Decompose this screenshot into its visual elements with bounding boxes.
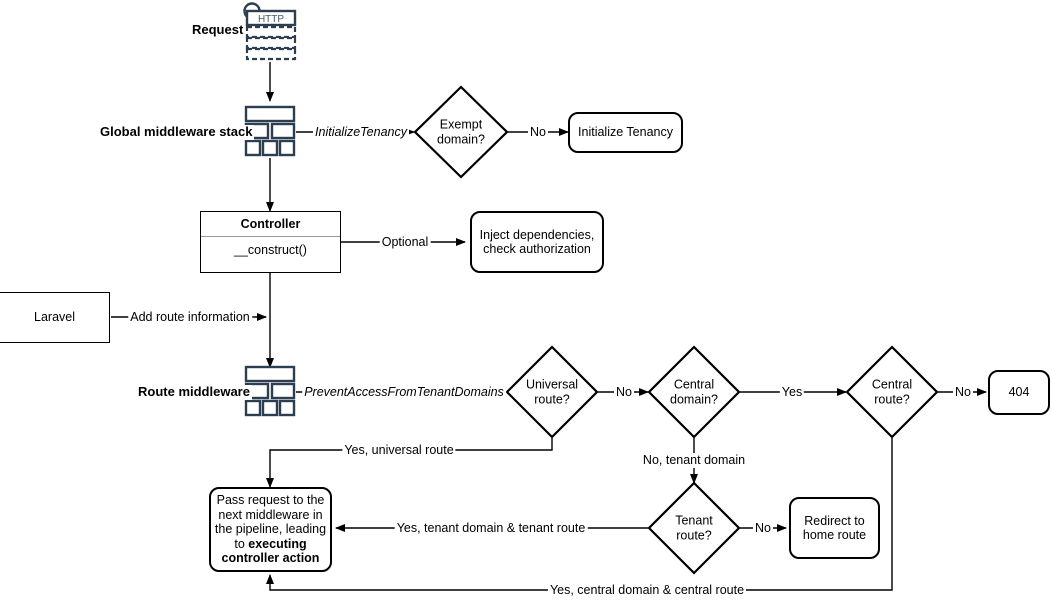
node-404[interactable]: 404 [988,370,1050,415]
decision-tenant-route-line1: Tenant [675,513,713,528]
request-label: Request [190,22,246,38]
node-laravel[interactable]: Laravel [0,292,110,343]
decision-universal-route[interactable]: Universal route? [526,378,578,407]
edge-label-prevent-access: PreventAccessFromTenantDomains [302,385,506,400]
edge-label-yes-universal-route: Yes, universal route [342,443,456,458]
node-pass-request-line2: next middleware in [218,507,323,522]
node-inject-dependencies-line2: check authorization [483,242,591,256]
node-pass-request-line4-plain: to [234,536,249,551]
decision-exempt-domain[interactable]: Exempt domain? [437,118,485,147]
node-redirect-home-route-line2: home route [802,528,867,542]
edge-label-add-route-information: Add route information [128,310,252,325]
node-pass-request[interactable]: Pass request to the next middleware in t… [209,487,332,572]
http-request-icon: HTTP [243,2,297,61]
http-badge-text: HTTP [258,14,284,25]
node-initialize-tenancy-text: Initialize Tenancy [578,125,673,140]
edge-label-tenant-route-no: No [753,521,773,536]
decision-tenant-route[interactable]: Tenant route? [675,514,713,543]
edge-label-universal-no: No [614,385,634,400]
node-laravel-text: Laravel [34,310,75,325]
edge-label-yes-central-domain-central-route: Yes, central domain & central route [547,583,747,598]
node-initialize-tenancy[interactable]: Initialize Tenancy [568,112,683,153]
node-pass-request-line1: Pass request to the [216,493,325,508]
decision-central-domain[interactable]: Central domain? [670,378,718,407]
edge-label-central-domain-yes: Yes [779,385,805,400]
node-controller-title: Controller [201,212,340,237]
node-pass-request-line3: the pipeline, leading [214,522,327,537]
global-middleware-stack-label: Global middleware stack [98,124,255,140]
decision-central-route[interactable]: Central route? [872,378,912,407]
node-controller[interactable]: Controller __construct() [200,211,341,273]
decision-exempt-domain-line2: domain? [437,132,485,146]
route-middleware-stack-icon [244,365,296,417]
edge-label-central-route-no: No [953,385,973,400]
decision-universal-route-line1: Universal [525,377,579,392]
decision-central-route-line2: route? [874,392,910,406]
node-inject-dependencies[interactable]: Inject dependencies, check authorization [470,211,604,273]
edge-label-initialize-tenancy: InitializeTenancy [313,125,409,140]
node-inject-dependencies-line1: Inject dependencies, [479,227,595,242]
node-redirect-home-route[interactable]: Redirect to home route [789,497,880,559]
node-redirect-home-route-line1: Redirect to [804,513,865,528]
node-pass-request-line5: controller action [221,551,320,566]
decision-universal-route-line2: route? [534,392,570,406]
edge-label-optional: Optional [379,235,431,250]
route-middleware-label: Route middleware [136,384,252,400]
decision-central-domain-line1: Central [673,377,715,392]
node-controller-member: __construct() [234,243,307,257]
node-pass-request-line4-bold: executing [248,536,307,551]
edge-label-yes-tenant-domain-tenant-route: Yes, tenant domain & tenant route [394,521,588,536]
node-pass-request-line4: to executing [215,537,326,552]
decision-exempt-domain-line1: Exempt [439,117,483,132]
edge-label-no-tenant-domain: No, tenant domain [640,453,748,468]
decision-tenant-route-line2: route? [676,528,712,542]
edge-label-exempt-no: No [528,125,548,140]
decision-central-domain-line2: domain? [670,392,718,406]
decision-central-route-line1: Central [871,377,913,392]
node-404-text: 404 [1008,385,1030,400]
